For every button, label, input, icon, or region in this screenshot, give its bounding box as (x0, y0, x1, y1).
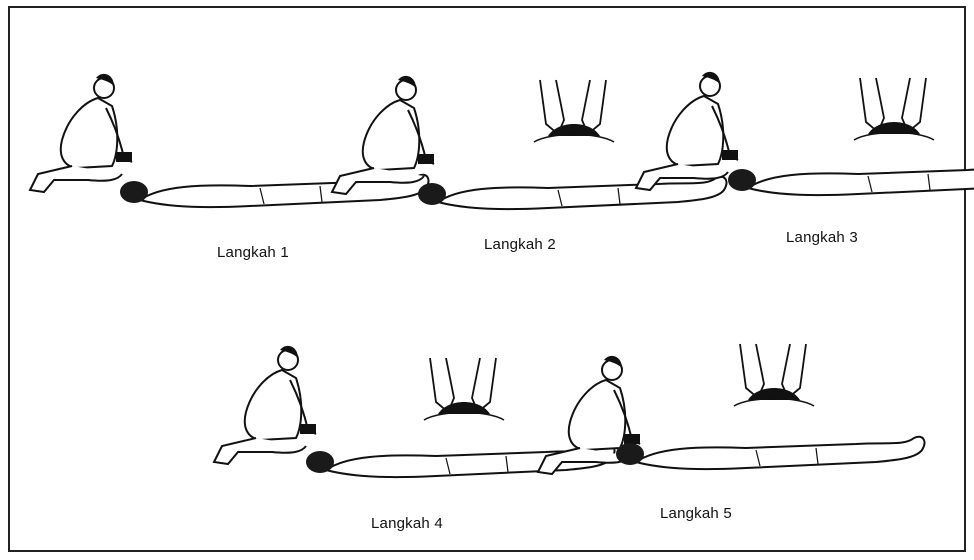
step-5-illustration (538, 344, 924, 474)
step-1-caption: Langkah 1 (217, 244, 289, 261)
step-4-caption: Langkah 4 (371, 515, 443, 532)
step-2-caption: Langkah 2 (484, 236, 556, 253)
step-3-illustration (636, 72, 974, 195)
step-3-caption: Langkah 3 (786, 229, 858, 246)
step-5-caption: Langkah 5 (660, 505, 732, 522)
